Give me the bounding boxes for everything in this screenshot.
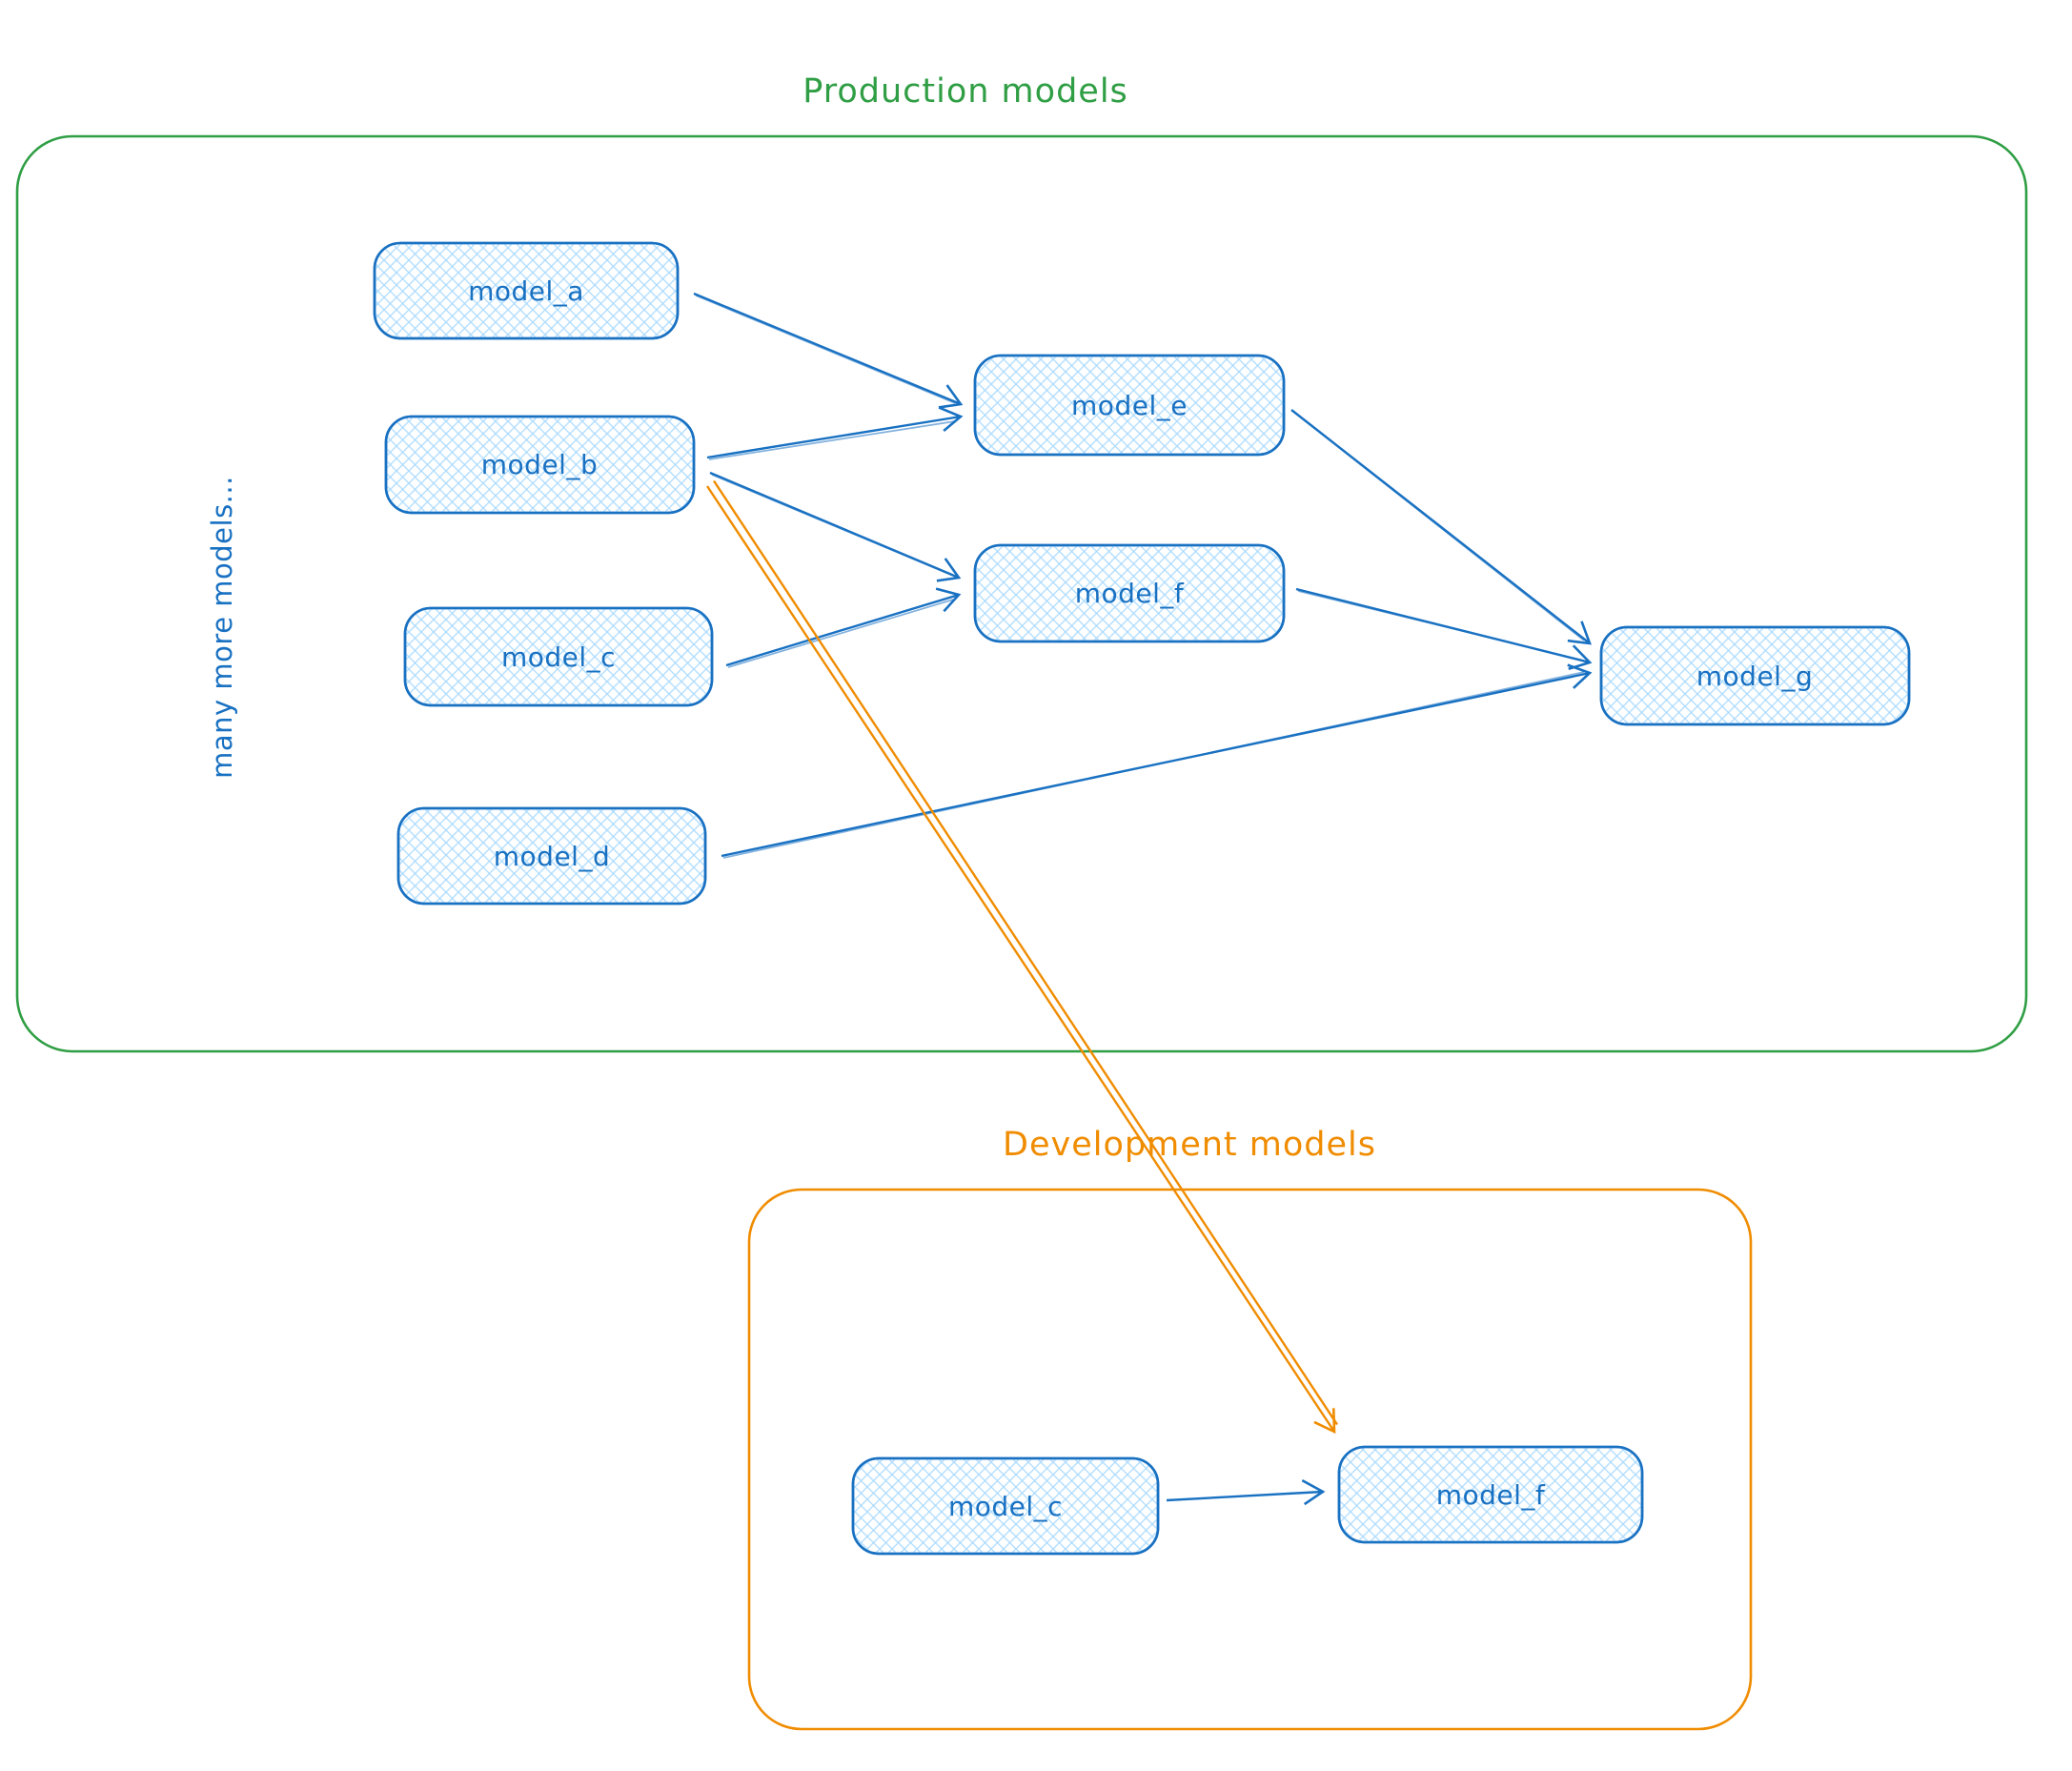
edge-dev-model-c-to-dev-model-f xyxy=(1166,1479,1326,1506)
node-label-model-a: model_a xyxy=(468,275,584,307)
edge-model-e-to-model-g xyxy=(1290,409,1592,645)
node-model-b: model_b xyxy=(384,415,696,515)
node-model-c: model_c xyxy=(403,606,714,707)
node-label-model-g: model_g xyxy=(1696,661,1813,692)
edge-model-b-to-dev-model-f xyxy=(705,479,1339,1435)
node-dev-model-f: model_f xyxy=(1337,1445,1644,1544)
node-label-model-f: model_f xyxy=(1075,578,1185,609)
edge-model-c-to-model-f xyxy=(725,587,962,668)
node-dev-model-c: model_c xyxy=(851,1456,1160,1556)
node-model-a: model_a xyxy=(373,241,680,340)
node-label-model-b: model_b xyxy=(481,449,598,480)
development-container xyxy=(747,1188,1753,1731)
edge-model-b-to-model-e xyxy=(706,406,964,460)
node-label-model-c: model_c xyxy=(501,641,616,673)
node-label-dev-model-f: model_f xyxy=(1436,1479,1546,1511)
production-title: Production models xyxy=(802,72,1128,111)
development-title: Development models xyxy=(1003,1126,1376,1164)
node-label-model-e: model_e xyxy=(1071,390,1188,421)
node-model-g: model_g xyxy=(1599,625,1911,726)
node-model-d: model_d xyxy=(396,806,707,906)
edge-model-b-to-model-f xyxy=(709,471,962,582)
many-more-models-note: many more models... xyxy=(206,476,238,779)
node-model-e: model_e xyxy=(973,354,1286,457)
node-model-f: model_f xyxy=(973,543,1286,643)
node-label-dev-model-c: model_c xyxy=(948,1491,1063,1522)
production-container xyxy=(15,134,2028,1053)
edge-model-f-to-model-g xyxy=(1295,587,1593,671)
edge-model-a-to-model-e xyxy=(693,292,964,409)
node-label-model-d: model_d xyxy=(494,841,610,872)
edge-model-d-to-model-g xyxy=(721,663,1593,859)
